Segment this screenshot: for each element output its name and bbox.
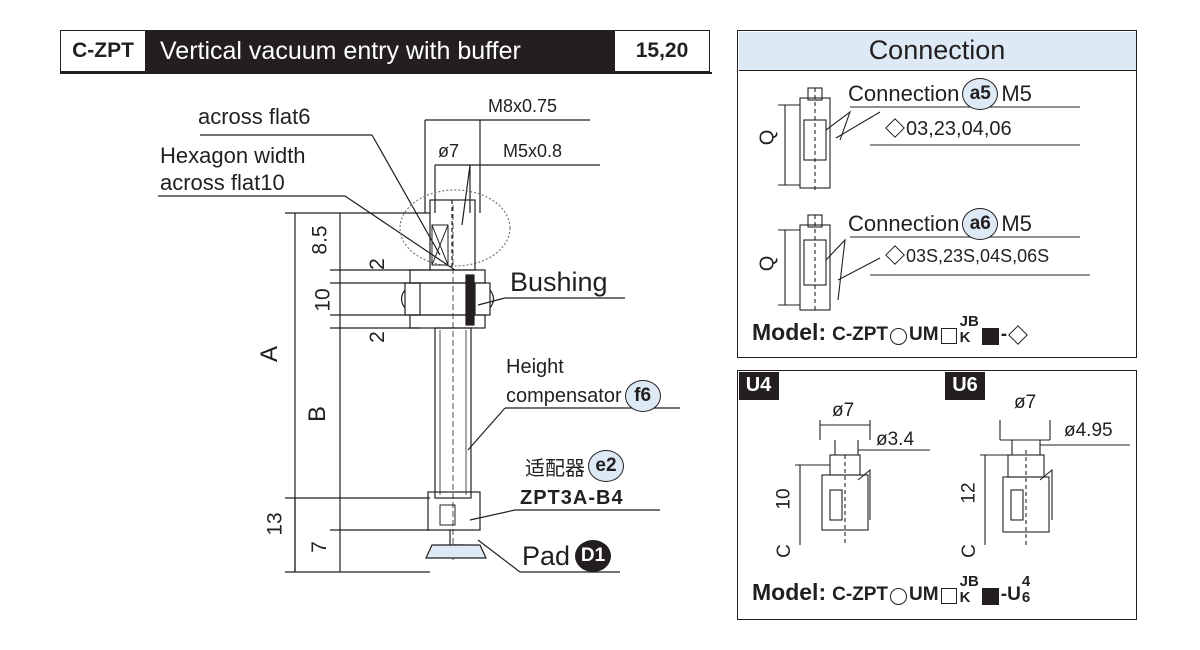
u4-c-label: C — [773, 544, 795, 558]
u-model-code: Model: C-ZPT UM JB K -U 4 6 — [752, 574, 1031, 606]
page-title: Vertical vacuum entry with buffer — [146, 30, 614, 72]
pad-size-range: 15,20 — [614, 30, 710, 72]
label-thread-m5: M5x0.8 — [503, 141, 563, 161]
u4-dia-outer: ø7 — [832, 400, 855, 421]
connection-a5-row: Connection a5 M5 — [848, 78, 1032, 110]
model-dash: - — [1000, 324, 1008, 345]
label-diameter-7: ø7 — [438, 141, 460, 161]
u-model-k: K — [959, 589, 971, 606]
model-jb-k: JB K — [960, 314, 979, 346]
label-pad: Pad D1 — [522, 540, 612, 572]
circle-icon — [890, 328, 908, 345]
connection-a5-option-text: 03,23,04,06 — [906, 118, 1012, 140]
square-icon — [940, 588, 957, 604]
connection-a6-row: Connection a6 M5 — [848, 208, 1032, 240]
tag-u6: U6 — [945, 371, 985, 400]
model-jb: JB — [959, 313, 979, 330]
connection-a6-option-text: 03S,23S,04S,06S — [906, 246, 1050, 266]
series-code: C-ZPT — [60, 30, 146, 72]
label-hexagon-width: Hexagon width — [160, 143, 306, 168]
label-adapter-text: 适配器 — [525, 457, 585, 480]
u4-dia-inner: ø3.4 — [876, 429, 915, 450]
connection-a5-thread: M5 — [1001, 81, 1032, 106]
label-pad-text: Pad — [522, 540, 571, 571]
u6-dia-outer: ø7 — [1014, 392, 1037, 413]
label-compensator: compensator f6 — [506, 380, 661, 412]
u-model-series: C-ZPT — [832, 584, 889, 605]
connection-panel — [737, 30, 1137, 358]
connection-a5-label: Connection — [848, 81, 960, 106]
connection-a6-label: Connection — [848, 211, 960, 236]
model-lead: Model: — [752, 319, 827, 345]
connection-a6-thread: M5 — [1001, 211, 1032, 236]
model-series: C-ZPT — [832, 324, 889, 345]
u6-height: 12 — [958, 482, 980, 504]
model-um: UM — [909, 324, 939, 345]
u6-dia-inner: ø4.95 — [1064, 420, 1113, 441]
u-model-size-stack: 4 6 — [1022, 574, 1030, 606]
badge-a6: a6 — [962, 208, 999, 240]
label-across-flat6: across flat6 — [198, 104, 311, 129]
u-model-lead: Model: — [752, 579, 827, 605]
filled-square-icon — [981, 328, 999, 345]
connection-model-code: Model: C-ZPT UM JB K - — [752, 314, 1029, 346]
label-adapter: 适配器 e2 — [525, 450, 624, 482]
label-compensator-text: compensator — [506, 384, 622, 407]
label-height: Height — [506, 356, 564, 378]
u-model-jb-k: JB K — [960, 574, 979, 606]
u-option-panel — [737, 370, 1137, 620]
filled-square-icon — [981, 588, 999, 605]
connection-a6-options: 03S,23S,04S,06S — [884, 244, 1050, 267]
connection-a5-options: 03,23,04,06 — [884, 117, 1012, 141]
u4-height: 10 — [773, 488, 795, 510]
label-across-flat10: across flat10 — [160, 170, 285, 195]
u-model-6: 6 — [1021, 589, 1031, 606]
tag-u4: U4 — [738, 371, 779, 400]
u-model-4: 4 — [1021, 573, 1031, 590]
badge-d1: D1 — [575, 540, 612, 572]
u-model-suffix: -U — [1000, 584, 1021, 605]
connection-title: Connection — [738, 31, 1136, 71]
circle-icon — [890, 588, 908, 605]
badge-a5: a5 — [962, 78, 999, 110]
model-k: K — [959, 329, 971, 346]
u-model-jb: JB — [959, 573, 979, 590]
u6-c-label: C — [958, 544, 980, 558]
label-thread-m8: M8x0.75 — [488, 96, 558, 116]
u-model-um: UM — [909, 584, 939, 605]
badge-f6: f6 — [624, 380, 661, 412]
badge-e2: e2 — [588, 450, 624, 482]
label-bushing: Bushing — [510, 267, 608, 297]
square-icon — [940, 328, 957, 344]
header-rule — [60, 72, 712, 74]
label-adapter-model: ZPT3A-B4 — [520, 487, 624, 509]
